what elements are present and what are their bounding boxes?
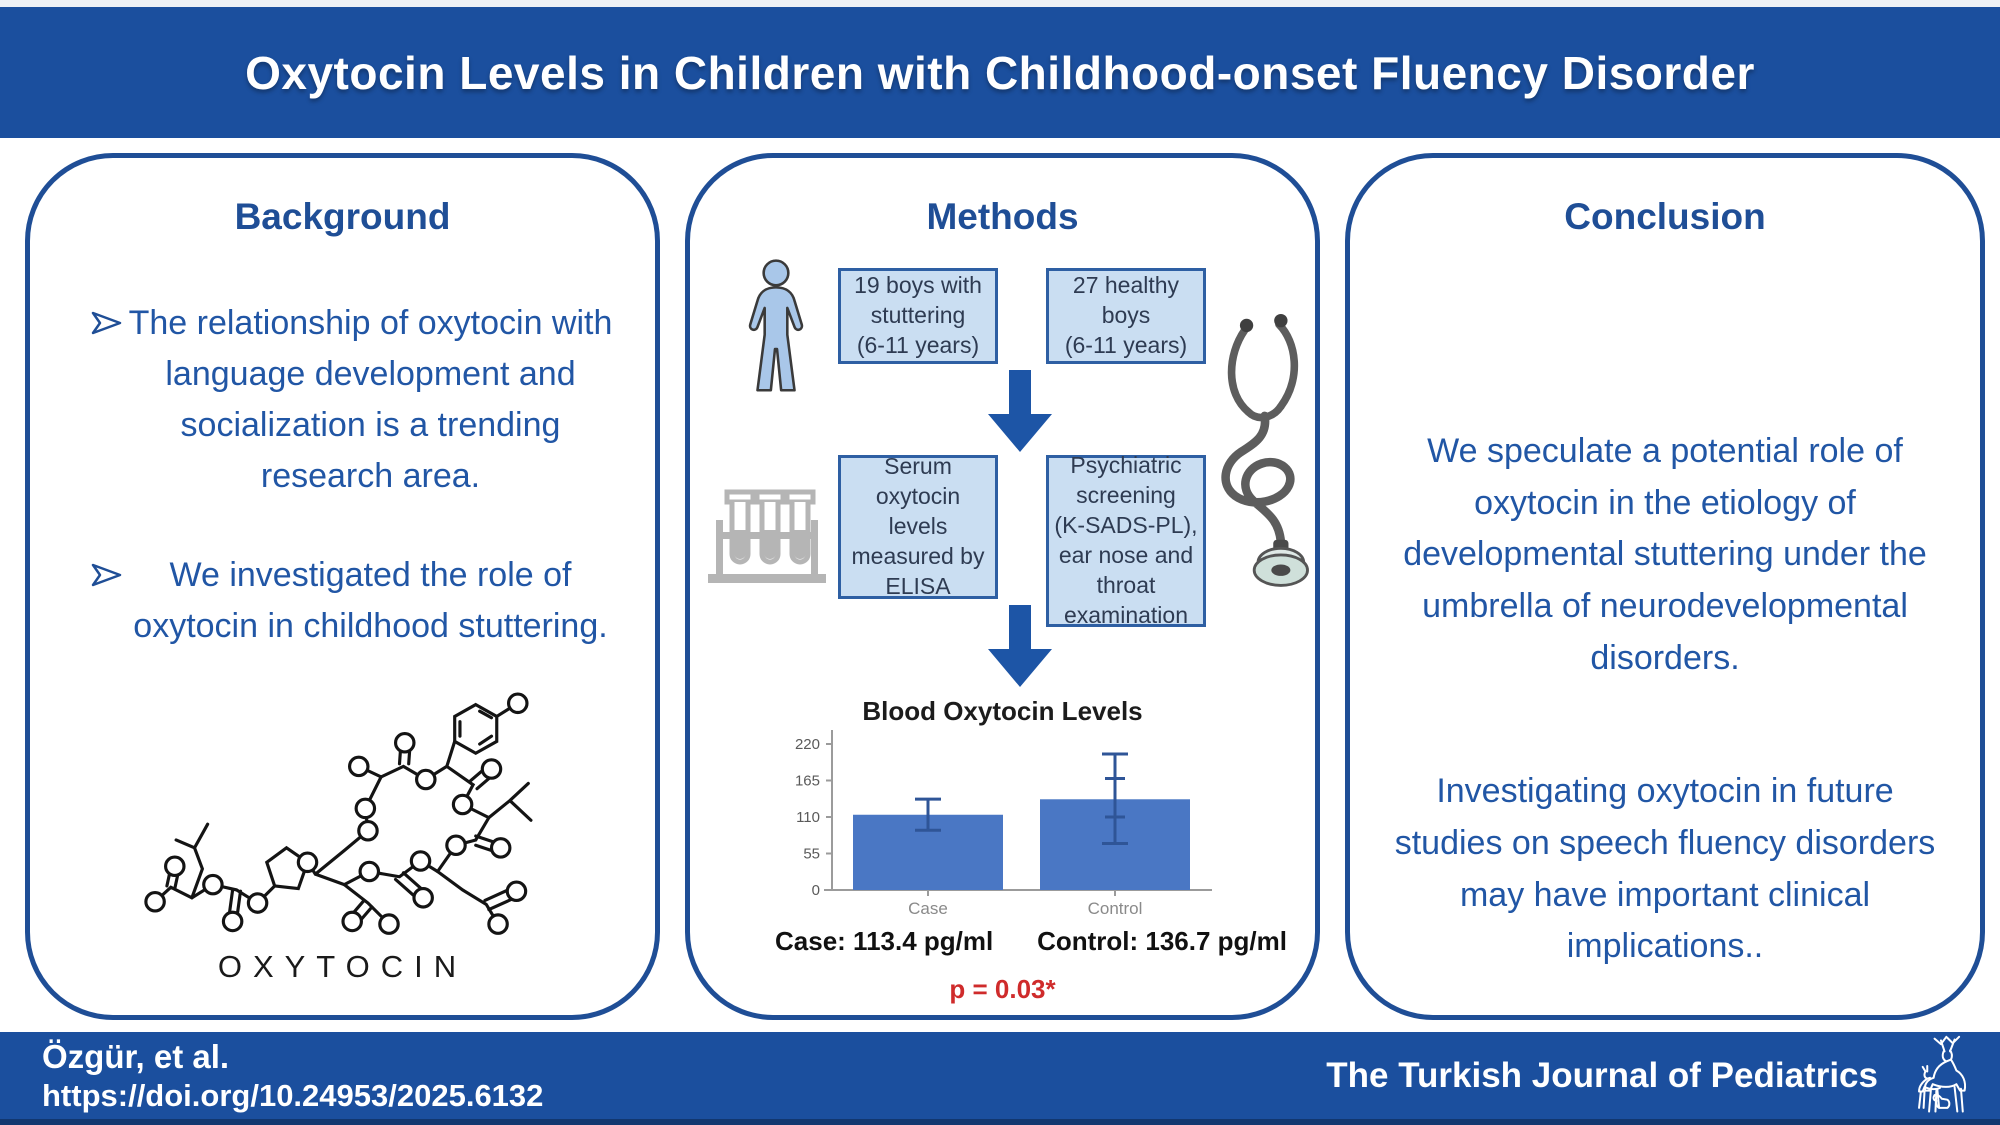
background-bullet-1: The relationship of oxytocin with langua… [52,298,633,502]
footer-citation: Özgür, et al. https://doi.org/10.24953/2… [42,1036,543,1116]
oxytocin-molecule-icon [143,692,532,935]
methods-box-psychiatric-screening: Psychiatric screening (K-SADS-PL), ear n… [1046,452,1206,628]
journal-name: The Turkish Journal of Pediatrics [1326,1055,1878,1095]
methods-box-control-group: 27 healthy boys (6-11 years) [1046,268,1206,364]
footer-authors: Özgür, et al. [42,1038,230,1075]
chart-results: Case: 113.4 pg/ml Control: 136.7 pg/ml [775,926,1287,957]
methods-box-serum-elisa: Serum oxytocin levels measured by ELISA [838,453,998,599]
header-band: Oxytocin Levels in Children with Childho… [0,7,2000,138]
bottom-edge-strip [0,1119,2000,1125]
conclusion-body: We speculate a potential role of oxytoci… [1380,426,1950,973]
person-icon [748,259,804,392]
arrow-bullet-icon [91,563,122,587]
conclusion-panel-title: Conclusion [1564,196,1766,237]
down-arrow-icon [988,605,1052,687]
top-edge-strip [0,0,2000,7]
svg-text:0: 0 [812,882,820,899]
methods-panel-title: Methods [926,196,1079,237]
page-title: Oxytocin Levels in Children with Childho… [245,46,1755,99]
conclusion-paragraph-2: Investigating oxytocin in future studies… [1394,772,1936,966]
svg-text:55: 55 [803,846,820,863]
svg-text:Case: Case [908,899,948,918]
case-result-label: Case: 113.4 pg/ml [775,926,994,956]
chart-title: Blood Oxytocin Levels [862,696,1143,726]
conclusion-panel: Conclusion We speculate a potential role… [1345,153,1985,1020]
p-value-label: p = 0.03* [949,974,1056,1004]
background-bullet-2-text: We investigated the role of oxytocin in … [133,556,608,645]
footer-journal-block: The Turkish Journal of Pediatrics [1326,1032,1986,1119]
stethoscope-icon [1221,313,1309,587]
background-bullet-1-text: The relationship of oxytocin with langua… [128,304,613,495]
background-panel: Background The relationship of oxytocin … [25,153,660,1020]
methods-panel: Methods 19 boys with stuttering (6-11 ye… [685,153,1320,1020]
down-arrow-icon [988,370,1052,452]
footer-band: Özgür, et al. https://doi.org/10.24953/2… [0,1032,2000,1125]
background-body: The relationship of oxytocin with langua… [52,298,633,652]
molecule-figure: OXYTOCIN [30,686,655,985]
conclusion-paragraph-1: We speculate a potential role of oxytoci… [1403,432,1927,677]
background-bullet-2: We investigated the role of oxytocin in … [52,550,633,652]
footer-doi-link[interactable]: https://doi.org/10.24953/2025.6132 [42,1078,544,1114]
deer-logo-icon [1918,1035,1967,1113]
arrow-bullet-icon [91,311,122,335]
control-result-label: Control: 136.7 pg/ml [1037,926,1287,956]
svg-text:110: 110 [796,809,820,826]
test-tubes-icon [708,489,826,583]
svg-text:Control: Control [1088,899,1143,918]
svg-text:220: 220 [795,736,820,753]
molecule-label: OXYTOCIN [217,949,468,984]
background-panel-title: Background [234,196,451,237]
svg-text:165: 165 [795,773,820,790]
methods-box-case-group: 19 boys with stuttering (6-11 years) [838,268,998,364]
